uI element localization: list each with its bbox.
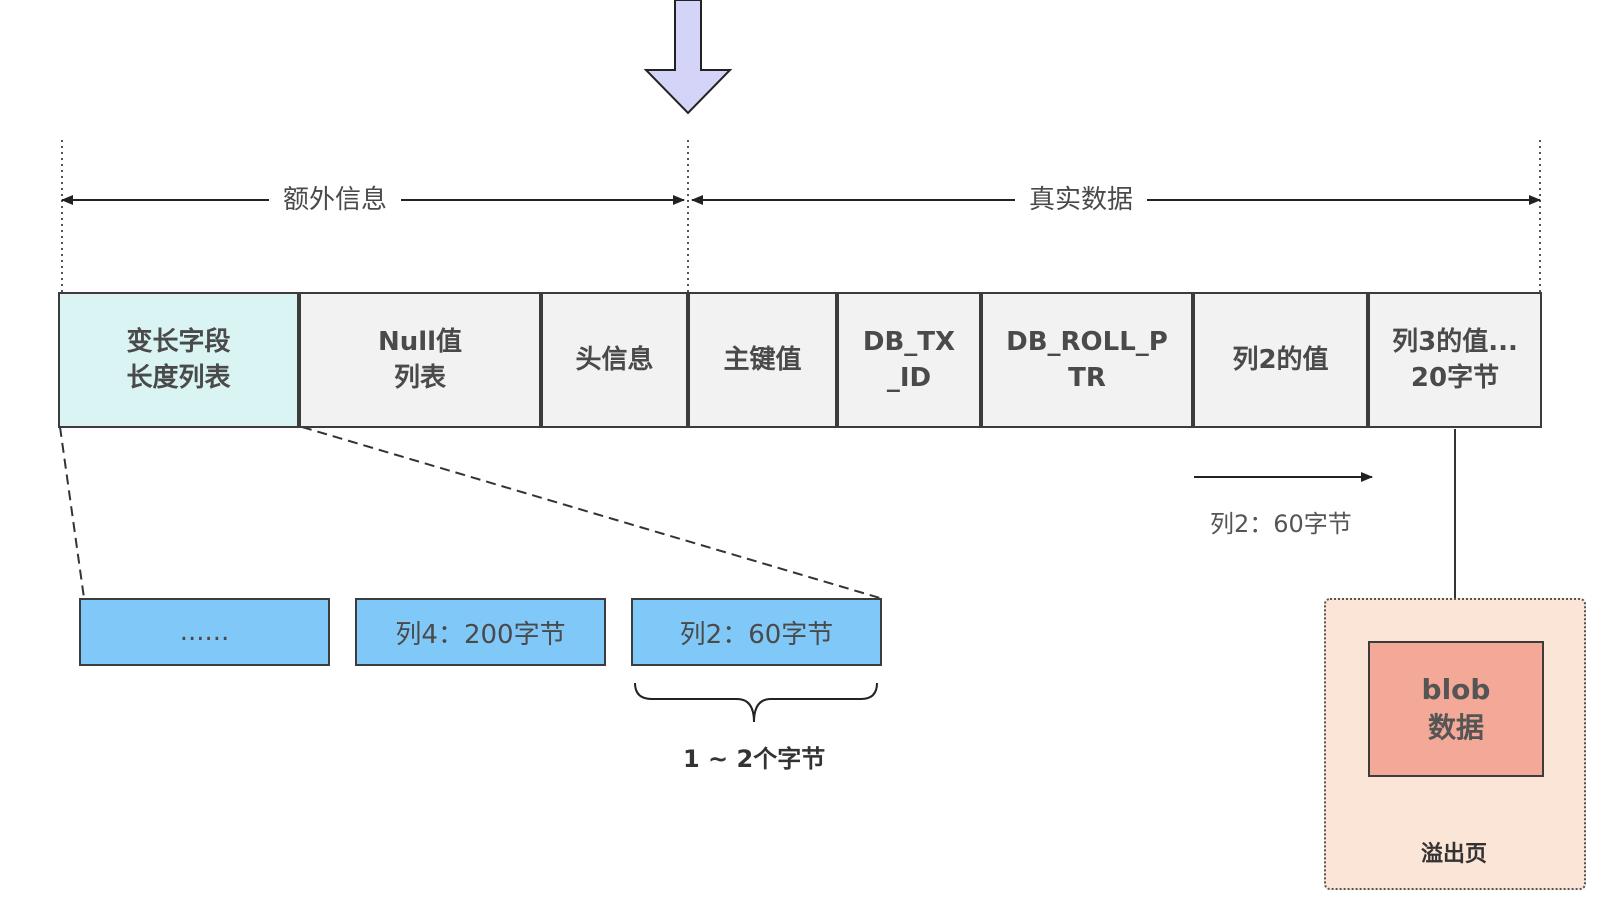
overflow-page: blob 数据 溢出页 <box>1324 598 1586 890</box>
curly-brace <box>634 682 878 723</box>
split-point-arrow <box>643 0 733 115</box>
length-bytes-label: 1 ~ 2个字节 <box>683 745 826 773</box>
record-cell-varlen-list: 变长字段 长度列表 <box>58 292 299 428</box>
record-cell-null-list: Null值 列表 <box>299 292 541 428</box>
overflow-page-label: 溢出页 <box>1421 842 1488 867</box>
varlen-segment-column2: 列2：60字节 <box>631 598 882 666</box>
varlen-segment-ellipsis: ...... <box>79 598 330 666</box>
record-cell-primary-key: 主键值 <box>688 292 837 428</box>
record-cell-column3: 列3的值... 20字节 <box>1368 292 1542 428</box>
record-cell-header-info: 头信息 <box>541 292 688 428</box>
column2-size-note: 列2：60字节 <box>1210 510 1352 538</box>
record-cell-column2: 列2的值 <box>1193 292 1368 428</box>
varlen-segment-column4: 列4：200字节 <box>355 598 606 666</box>
real-data-label: 真实数据 <box>1015 182 1148 218</box>
zoom-line-left <box>59 426 85 599</box>
record-cell-db-roll-ptr: DB_ROLL_P TR <box>981 292 1193 428</box>
extra-info-label: 额外信息 <box>269 182 402 218</box>
zoom-line-right <box>301 426 881 599</box>
record-cell-db-trx-id: DB_TX _ID <box>837 292 981 428</box>
blob-data-box: blob 数据 <box>1368 641 1544 777</box>
